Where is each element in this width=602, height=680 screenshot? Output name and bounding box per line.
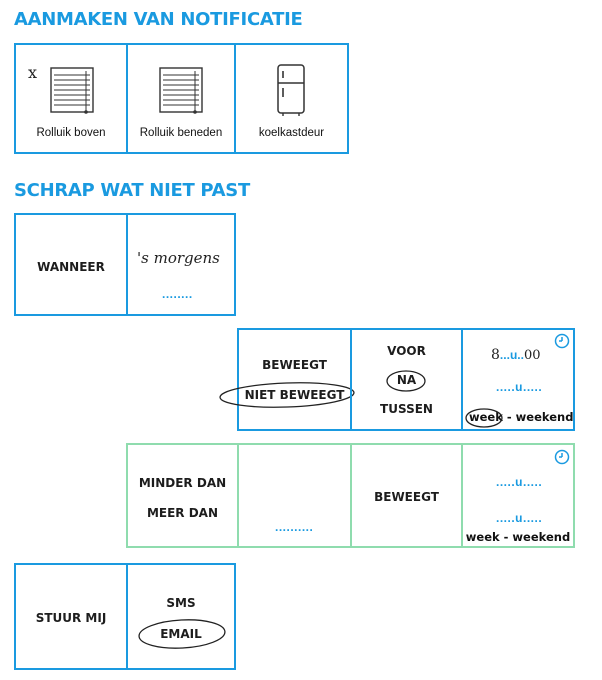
count-option-cell[interactable]: MINDER DAN MEER DAN xyxy=(126,443,239,548)
option-sms[interactable]: SMS xyxy=(166,596,196,610)
when-label-cell: WANNEER xyxy=(14,213,128,316)
when-blank: ........ xyxy=(162,287,193,301)
device-label: koelkastdeur xyxy=(258,127,325,139)
handwritten-circle xyxy=(386,370,426,392)
handwritten-hour: 8 xyxy=(491,347,500,363)
device-option-rolluik-boven[interactable]: x Rolluik boven xyxy=(14,43,128,154)
handwritten-circle xyxy=(219,382,355,408)
count-input-cell[interactable]: .......... xyxy=(237,443,352,548)
send-channel-cell[interactable]: SMS EMAIL xyxy=(126,563,236,670)
option-moves[interactable]: BEWEEGT xyxy=(262,358,327,372)
time-separator: u xyxy=(509,348,518,362)
when-label: WANNEER xyxy=(37,260,105,274)
time-2[interactable]: .....u..... xyxy=(496,511,543,525)
clock-icon xyxy=(554,333,570,349)
send-label-cell: STUUR MIJ xyxy=(14,563,128,670)
count-time-cell[interactable]: .....u..... .....u..... week - weekend xyxy=(461,443,575,548)
device-option-rolluik-beneden[interactable]: Rolluik beneden xyxy=(126,43,236,154)
week-weekend-choice[interactable]: week - weekend xyxy=(465,530,571,544)
handwritten-circle xyxy=(465,408,503,428)
week-weekend-choice[interactable]: week - weekend xyxy=(469,410,573,424)
send-label: STUUR MIJ xyxy=(35,611,107,625)
time-2[interactable]: .....u..... xyxy=(496,380,543,394)
handwritten-morning: 's morgens xyxy=(137,249,220,267)
motion-option-cell[interactable]: BEWEEGT NIET BEWEEGT xyxy=(219,328,355,431)
handwritten-circle xyxy=(138,619,226,649)
option-na[interactable]: NA xyxy=(396,373,417,387)
option-email[interactable]: EMAIL xyxy=(160,627,202,641)
handwritten-minutes: 00 xyxy=(523,348,541,363)
option-week[interactable]: week xyxy=(469,410,503,424)
heading-create-notification: AANMAKEN VAN NOTIFICATIE xyxy=(14,9,303,30)
time-1[interactable]: 8...u..00 xyxy=(491,347,541,363)
option-not-moves[interactable]: NIET BEWEEGT xyxy=(244,388,345,402)
time-1[interactable]: .....u..... xyxy=(496,475,543,489)
option-less-than[interactable]: MINDER DAN xyxy=(138,476,227,490)
shutter-icon xyxy=(159,67,203,114)
time-cell[interactable]: 8...u..00 .....u..... week - weekend xyxy=(461,328,575,431)
device-label: Rolluik boven xyxy=(36,127,106,139)
shutter-icon xyxy=(50,67,94,114)
count-moves-label: BEWEEGT xyxy=(374,490,439,504)
option-voor[interactable]: VOOR xyxy=(387,344,426,358)
device-option-koelkastdeur[interactable]: koelkastdeur xyxy=(234,43,349,154)
clock-icon xyxy=(554,449,570,465)
heading-strike-not-applicable: SCHRAP WAT NIET PAST xyxy=(14,180,250,201)
when-input-cell[interactable]: 's morgens ........ xyxy=(126,213,236,316)
fridge-icon xyxy=(277,64,305,116)
option-tussen[interactable]: TUSSEN xyxy=(380,402,433,416)
option-more-than[interactable]: MEER DAN xyxy=(146,506,219,520)
device-label: Rolluik beneden xyxy=(139,127,223,139)
handwritten-cross-mark: x xyxy=(28,63,38,82)
count-moves-cell: BEWEEGT xyxy=(350,443,463,548)
timing-option-cell[interactable]: VOOR NA TUSSEN xyxy=(350,328,463,431)
option-weekend[interactable]: - weekend xyxy=(506,410,574,424)
count-blank: .......... xyxy=(275,520,314,534)
